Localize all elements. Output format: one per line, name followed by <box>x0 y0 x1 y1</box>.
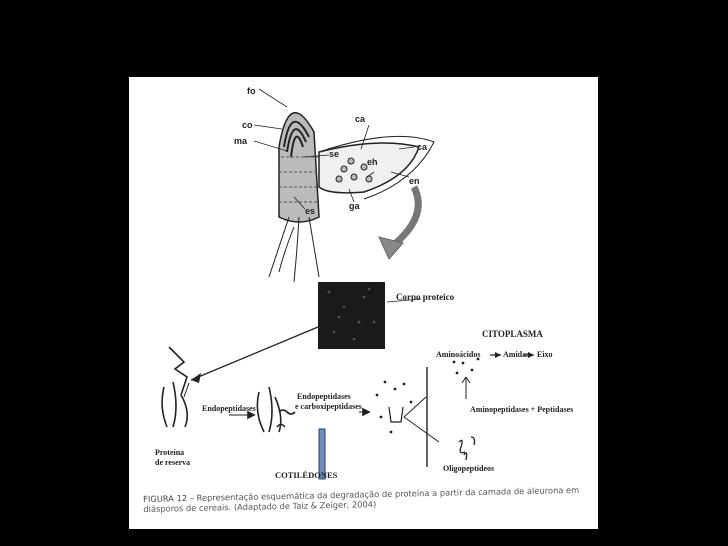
label-ma: ma <box>234 137 247 146</box>
protein-degradation-diagram <box>129 77 598 529</box>
cotyledons-label: COTILÉDONES <box>275 471 337 480</box>
label-co: co <box>242 121 253 130</box>
label-en: en <box>409 177 420 186</box>
axis-label: Eixo <box>537 351 553 359</box>
label-se: se <box>329 150 339 159</box>
aminoacids-label: Aminoácidos <box>436 351 480 359</box>
amides-label: Amidas <box>503 351 529 359</box>
label-ca-top: ca <box>355 115 365 124</box>
oligopeptides-label: Oligopeptídeos <box>443 465 494 473</box>
label-fo: fo <box>247 87 256 96</box>
reserve-protein-label-1: Proteína <box>155 449 184 457</box>
endopeptidases-label: Endopeptidases <box>202 405 256 413</box>
label-es: es <box>305 207 315 216</box>
aminopeptidases-label: Aminopeptidases + Peptidases <box>470 406 573 414</box>
cytoplasm-title: CITOPLASMA <box>482 330 543 339</box>
label-ca-right: ca <box>417 143 427 152</box>
figure-number: FIGURA 12 <box>143 493 187 504</box>
label-ga: ga <box>349 202 360 211</box>
reserve-protein-label-2: de reserva <box>155 459 190 467</box>
label-eh: eh <box>367 158 378 167</box>
protein-body-label: Corpo proteico <box>396 293 454 302</box>
seedling-drawing <box>254 89 434 282</box>
endo-carboxy-label-2: e carboxipeptidases <box>295 403 362 411</box>
endo-carboxy-label-1: Endopeptidases <box>297 393 351 401</box>
figure-image: fo co ma ca se ca eh en es ga Corpo prot… <box>129 77 598 529</box>
